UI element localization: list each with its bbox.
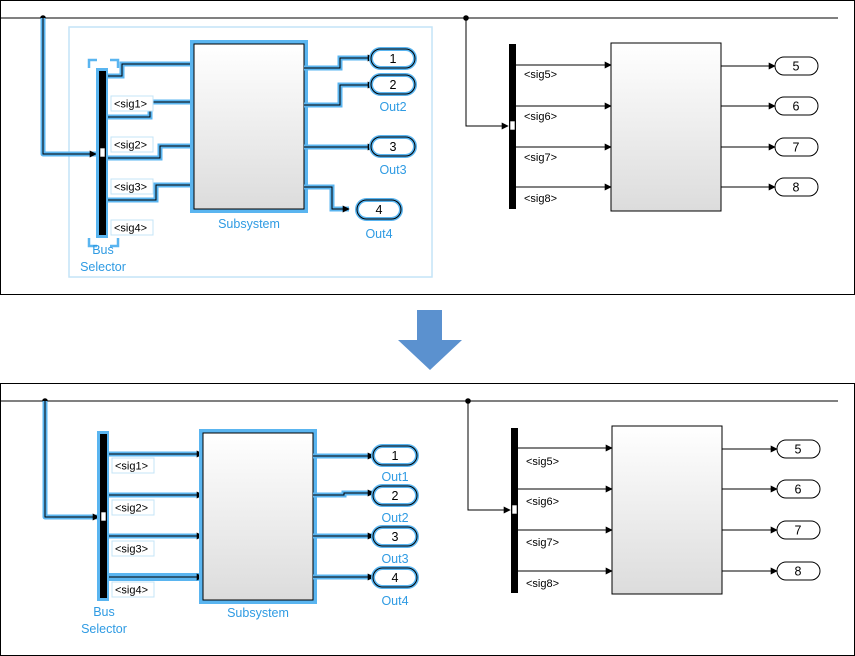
signal-label: <sig8> <box>526 578 559 590</box>
signal-line[interactable] <box>44 401 100 521</box>
outport-label: Out1 <box>381 470 408 484</box>
outport-number: 6 <box>795 483 802 497</box>
signal-label: <sig1> <box>114 99 147 111</box>
outport[interactable] <box>776 520 821 540</box>
outport-label: Out3 <box>379 163 406 177</box>
panel-after-frame <box>0 383 855 656</box>
bus-selector-label: Selector <box>80 260 126 274</box>
signal-label: <sig8> <box>524 193 557 205</box>
bus-port <box>511 504 518 515</box>
signal-line[interactable] <box>467 401 511 514</box>
outports-right: 5 6 7 8 <box>722 439 821 581</box>
outport-number: 4 <box>392 571 399 585</box>
signal-label: <sig2> <box>114 140 147 152</box>
outport[interactable] <box>774 96 819 116</box>
outports-left: 1 Out1 2 Out2 3 Out3 4 Out4 <box>371 444 419 608</box>
signal-labels-left: <sig1> <sig2> <sig3> <sig4> <box>110 95 154 236</box>
panel-after: <sig1> <sig2> <sig3> <sig4> Subsystem Bu… <box>0 383 855 656</box>
subsystem-label: Subsystem <box>227 606 289 620</box>
signal-line[interactable] <box>465 18 509 130</box>
outport-number: 8 <box>795 565 802 579</box>
outport-number: 3 <box>392 530 399 544</box>
signal-line[interactable] <box>108 142 198 159</box>
bus-selector-label: Bus <box>92 243 114 257</box>
signal-line[interactable] <box>108 60 198 77</box>
outport-label: Out2 <box>379 100 406 114</box>
signal-label: <sig3> <box>115 544 148 556</box>
right-signals: <sig5> <sig6> <sig7> <sig8> <box>518 444 613 590</box>
signal-line[interactable] <box>304 54 375 69</box>
signal-line[interactable] <box>313 489 375 497</box>
signal-label: <sig7> <box>524 152 557 164</box>
outport-number: 3 <box>390 140 397 154</box>
outport-number: 7 <box>795 524 802 538</box>
bus-selector-label: Bus <box>93 605 115 619</box>
subsystem-outputs <box>313 452 375 581</box>
bus-port <box>99 147 106 158</box>
outport[interactable] <box>776 479 821 499</box>
outport[interactable] <box>774 56 819 76</box>
outport-number: 4 <box>376 203 383 217</box>
signal-line[interactable] <box>42 18 97 158</box>
signal-label: <sig6> <box>526 496 559 508</box>
signal-label: <sig5> <box>526 456 559 468</box>
signal-label: <sig4> <box>115 585 148 597</box>
subsystem-label: Subsystem <box>218 217 280 231</box>
outport-number: 1 <box>392 449 399 463</box>
signal-label: <sig7> <box>526 537 559 549</box>
outport-number: 1 <box>390 52 397 66</box>
subsystem-block[interactable] <box>193 43 305 210</box>
transition-arrow-icon <box>398 310 462 370</box>
subsystem-block-right[interactable] <box>611 425 723 595</box>
signal-line[interactable] <box>304 186 350 213</box>
bus-port <box>509 120 516 131</box>
outport[interactable] <box>774 177 819 197</box>
outport-label: Out2 <box>381 511 408 525</box>
signal-label: <sig3> <box>114 182 147 194</box>
subsystem-outputs <box>304 54 375 213</box>
selection-handles <box>87 58 120 248</box>
panel-before: <sig1> <sig2> <sig3> <sig4> Subsystem Bu… <box>0 0 855 295</box>
outport[interactable] <box>774 137 819 157</box>
outport[interactable] <box>776 439 821 459</box>
signal-label: <sig6> <box>524 111 557 123</box>
outports-right: 5 6 7 8 <box>721 56 819 197</box>
right-signals: <sig5> <sig6> <sig7> <sig8> <box>516 61 612 205</box>
outport-number: 7 <box>793 141 800 155</box>
signal-label: <sig1> <box>115 461 148 473</box>
outport-label: Out4 <box>365 227 392 241</box>
outport-number: 6 <box>793 100 800 114</box>
subsystem-block[interactable] <box>202 432 314 601</box>
outport-number: 2 <box>390 78 397 92</box>
bus-selector-label: Selector <box>81 622 127 636</box>
outport-number: 5 <box>795 443 802 457</box>
bus-port <box>100 511 107 522</box>
signal-line[interactable] <box>304 81 375 106</box>
signal-label: <sig5> <box>524 69 557 81</box>
outports-left: 1 2 Out2 3 Out3 4 Out4 <box>355 47 417 241</box>
outport-number: 5 <box>793 60 800 74</box>
signal-label: <sig4> <box>114 223 147 235</box>
bus-signals <box>108 60 198 203</box>
signal-line[interactable] <box>108 181 198 201</box>
outport[interactable] <box>776 561 821 581</box>
outport-label: Out3 <box>381 552 408 566</box>
signal-labels-left: <sig1> <sig2> <sig3> <sig4> <box>111 457 155 598</box>
outport-number: 8 <box>793 181 800 195</box>
outport-number: 2 <box>392 489 399 503</box>
outport-label: Out4 <box>381 594 408 608</box>
bus-signals <box>109 450 204 581</box>
subsystem-block-right[interactable] <box>610 42 722 212</box>
signal-label: <sig2> <box>115 503 148 515</box>
